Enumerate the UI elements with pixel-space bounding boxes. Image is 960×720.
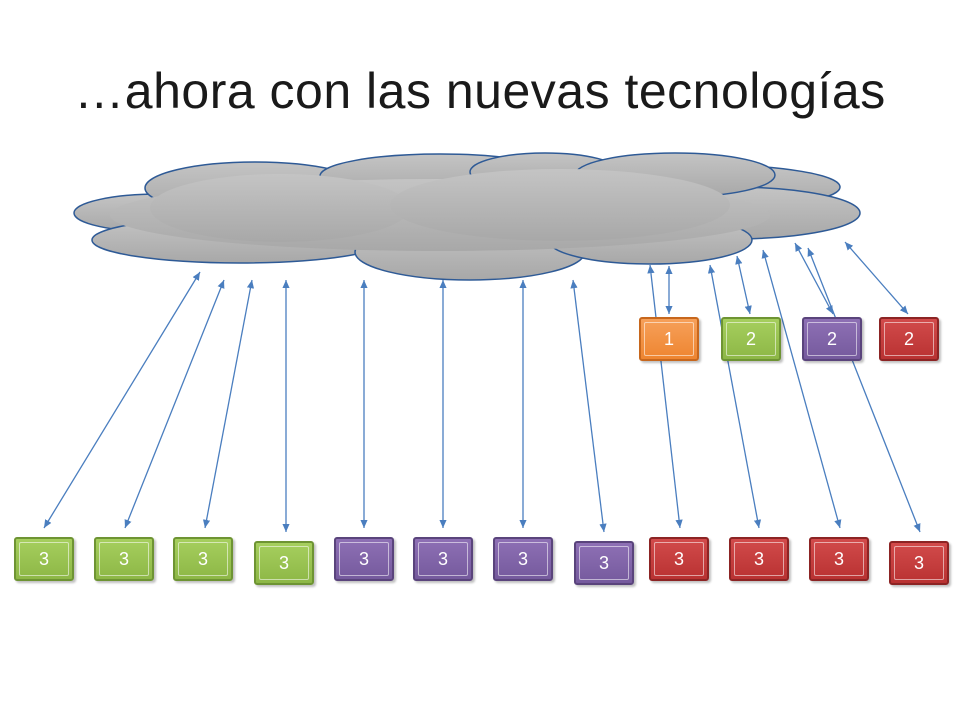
box-label: 3 [437, 548, 448, 569]
box-label: 1 [663, 328, 674, 349]
bottom-box-5: 3 [334, 537, 394, 581]
arrow-link [794, 242, 834, 315]
bottom-box-2: 3 [94, 537, 154, 581]
bottom-box-9: 3 [649, 537, 709, 581]
bottom-box-11: 3 [809, 537, 869, 581]
bottom-box-4: 3 [254, 541, 314, 585]
box-label: 3 [913, 552, 924, 573]
arrow-link [124, 279, 225, 529]
bottom-box-3: 3 [173, 537, 233, 581]
box-label: 3 [753, 548, 764, 569]
box-label: 3 [517, 548, 528, 569]
box-label: 3 [673, 548, 684, 569]
bottom-box-7: 3 [493, 537, 553, 581]
box-label: 3 [833, 548, 844, 569]
arrow-link [570, 279, 607, 533]
arrow-link [647, 264, 683, 529]
box-label: 3 [598, 552, 609, 573]
box-label: 3 [358, 548, 369, 569]
box-label: 3 [38, 548, 49, 569]
bottom-box-12: 3 [889, 541, 949, 585]
box-label: 2 [826, 328, 837, 349]
top-box-1: 1 [639, 317, 699, 361]
top-box-2: 2 [721, 317, 781, 361]
box-label: 3 [197, 548, 208, 569]
arrow-link [707, 264, 762, 529]
arrow-link [761, 249, 842, 529]
top-box-3: 2 [802, 317, 862, 361]
box-label: 2 [903, 328, 914, 349]
bottom-box-6: 3 [413, 537, 473, 581]
arrows [43, 241, 921, 533]
arrow-link [735, 255, 752, 315]
top-box-4: 2 [879, 317, 939, 361]
bottom-box-1: 3 [14, 537, 74, 581]
slide-title: …ahora con las nuevas tecnologías [74, 63, 886, 119]
arrow-link [807, 247, 921, 533]
cloud-icon [73, 152, 861, 281]
box-label: 2 [745, 328, 756, 349]
bottom-box-8: 3 [574, 541, 634, 585]
box-label: 3 [118, 548, 129, 569]
box-label: 3 [278, 552, 289, 573]
bottom-box-10: 3 [729, 537, 789, 581]
arrow-link [844, 241, 909, 315]
arrow-link [202, 279, 255, 529]
